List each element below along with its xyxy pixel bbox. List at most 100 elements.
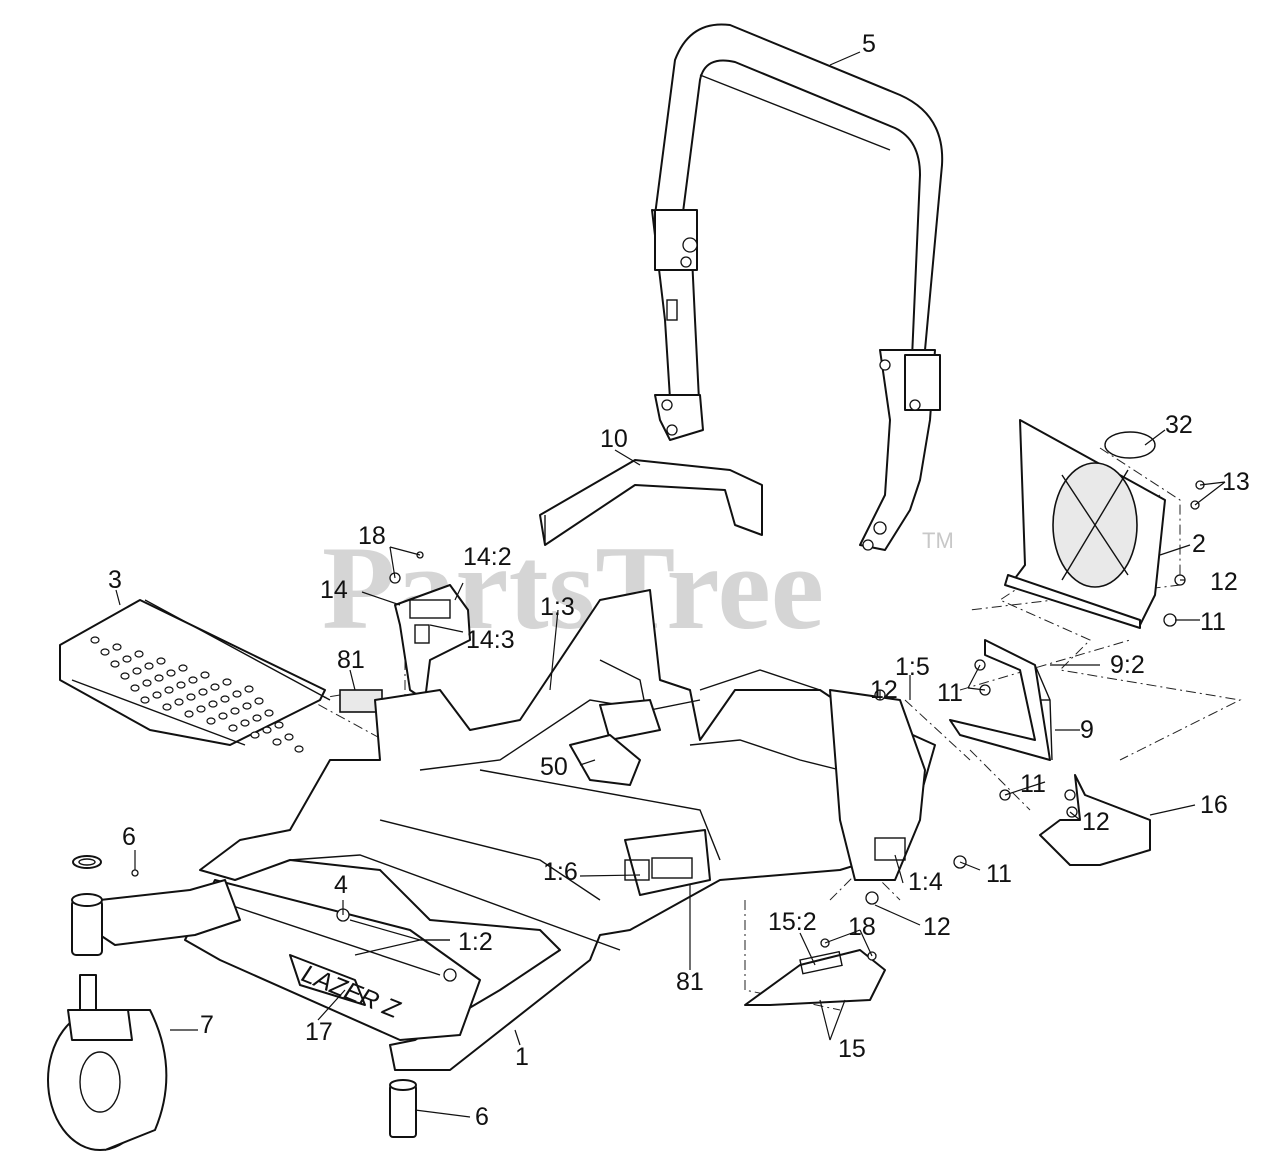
- floor-plate-hole: [198, 688, 208, 696]
- floor-plate-hole: [210, 683, 220, 691]
- callout-14-2: 14:2: [463, 543, 512, 571]
- callout-3: 3: [108, 566, 122, 594]
- main-frame-part-1: [199, 589, 936, 1071]
- callout-11-lower: 11: [986, 860, 1012, 888]
- watermark-text: PartsTree: [322, 521, 824, 654]
- floor-plate-hole: [122, 655, 132, 663]
- callout-12-mid: 12: [870, 676, 898, 704]
- floor-plate-part-3: [59, 599, 331, 753]
- callout-10: 10: [600, 425, 628, 453]
- floor-plate-hole: [294, 745, 304, 753]
- callout-11-mid: 11: [937, 679, 963, 707]
- callout-12-upper: 12: [1210, 568, 1238, 596]
- floor-plate-hole: [272, 738, 282, 746]
- floor-plate-hole: [184, 710, 194, 718]
- floor-plate-hole: [208, 700, 218, 708]
- callout-16: 16: [1200, 791, 1228, 819]
- floor-plate-hole: [206, 717, 216, 725]
- floor-plate-hole: [90, 636, 100, 644]
- callout-13: 13: [1222, 468, 1250, 496]
- cover-part-16: [1039, 774, 1151, 866]
- floor-plate-hole: [140, 696, 150, 704]
- callout-12-lower: 12: [923, 913, 951, 941]
- callout-9-2: 9:2: [1110, 651, 1145, 679]
- callout-11-right: 11: [1020, 770, 1046, 798]
- callout-1: 1: [515, 1043, 529, 1071]
- floor-plate-hole: [200, 671, 210, 679]
- floor-plate-hole: [284, 733, 294, 741]
- callouts: 5 10 32 13 2 12 11 18 14:2 14 14:3 3 1:3…: [108, 30, 1250, 1131]
- floor-plate-hole: [100, 648, 110, 656]
- callout-5: 5: [862, 30, 876, 58]
- floor-plate-hole: [220, 695, 230, 703]
- floor-plate-hole: [152, 691, 162, 699]
- floor-plate-hole: [250, 731, 260, 739]
- front-beam-part-17: LAZER Z: [184, 879, 481, 1041]
- callout-15: 15: [838, 1035, 866, 1063]
- floor-plate-hole: [186, 693, 196, 701]
- floor-plate-hole: [134, 650, 144, 658]
- floor-plate-hole: [188, 676, 198, 684]
- floor-plate-hole: [230, 707, 240, 715]
- bracket-part-9: [949, 639, 1053, 761]
- callout-32: 32: [1165, 411, 1193, 439]
- caster-wheel-part-7: [47, 1009, 168, 1151]
- roll-bar-part-5: [651, 23, 944, 551]
- floor-plate-hole: [254, 697, 264, 705]
- rear-panel-part-10: [539, 459, 763, 546]
- console-part-14: [394, 584, 471, 701]
- callout-50: 50: [540, 753, 568, 781]
- floor-plate-hole: [120, 672, 130, 680]
- callout-17: 17: [305, 1018, 333, 1046]
- callout-1-6: 1:6: [543, 858, 578, 886]
- callout-12-right: 12: [1082, 808, 1110, 836]
- callout-4: 4: [334, 871, 348, 899]
- callout-1-2: 1:2: [458, 928, 493, 956]
- callout-1-4: 1:4: [908, 868, 943, 896]
- floor-plate-hole: [142, 679, 152, 687]
- floor-plate-hole: [154, 674, 164, 682]
- floor-plate-hole: [242, 702, 252, 710]
- floor-plate-hole: [110, 660, 120, 668]
- callout-2: 2: [1192, 530, 1206, 558]
- floor-plate-hole: [264, 709, 274, 717]
- hardware: [131, 480, 1205, 982]
- floor-plate-hole: [274, 721, 284, 729]
- callout-81-upper: 81: [337, 646, 365, 674]
- floor-plate-hole: [228, 724, 238, 732]
- floor-plate-hole: [166, 669, 176, 677]
- floor-plate-hole: [222, 678, 232, 686]
- callout-81-lower: 81: [676, 968, 704, 996]
- floor-plate-hole: [112, 643, 122, 651]
- callout-1-5: 1:5: [895, 653, 930, 681]
- floor-plate-hole: [178, 664, 188, 672]
- floor-plate-hole: [164, 686, 174, 694]
- step-plate-part-15: [744, 949, 886, 1006]
- floor-plate-hole: [218, 712, 228, 720]
- floor-plate-hole: [144, 662, 154, 670]
- floor-plate-hole: [156, 657, 166, 665]
- callout-1-3: 1:3: [540, 593, 575, 621]
- callout-18-upper: 18: [358, 522, 386, 550]
- floor-plate-hole: [196, 705, 206, 713]
- shield-part-50: [569, 734, 641, 786]
- callout-14: 14: [320, 576, 348, 604]
- callout-15-2: 15:2: [768, 908, 817, 936]
- floor-plate-holes: [90, 636, 304, 753]
- callout-11-upper: 11: [1200, 608, 1226, 636]
- floor-plate-hole: [132, 667, 142, 675]
- floor-plate-hole: [176, 681, 186, 689]
- callout-7: 7: [200, 1011, 214, 1039]
- floor-plate-hole: [232, 690, 242, 698]
- floor-plate-hole: [240, 719, 250, 727]
- leader-lines: [115, 51, 1226, 1118]
- rear-plate-part-2: [1004, 419, 1166, 629]
- watermark-tm: TM: [922, 528, 954, 553]
- callout-18-lower: 18: [848, 913, 876, 941]
- floor-plate-hole: [162, 703, 172, 711]
- floor-plate-hole: [262, 726, 272, 734]
- floor-plate-hole: [244, 685, 254, 693]
- callout-6-lower: 6: [475, 1103, 489, 1131]
- callout-9: 9: [1080, 716, 1094, 744]
